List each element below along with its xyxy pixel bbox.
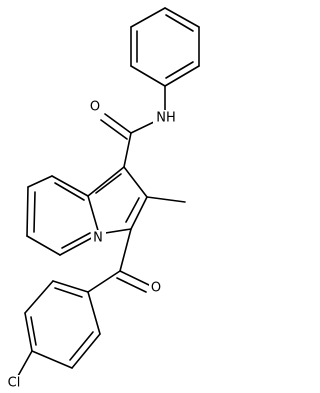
atom-nitrogen-amide: NH bbox=[156, 111, 176, 126]
double-bond-inner bbox=[54, 182, 85, 201]
bond-carbonyl-o bbox=[104, 113, 132, 134]
bond-methyl bbox=[146, 196, 186, 203]
bond-chlorine bbox=[17, 350, 33, 377]
bond bbox=[52, 280, 89, 293]
bond bbox=[87, 291, 101, 335]
bond bbox=[87, 166, 125, 197]
bond-carbonyl-c1 bbox=[123, 132, 132, 168]
bond-c3-ketone bbox=[119, 228, 132, 272]
atom-oxygen-amide: O bbox=[90, 100, 100, 115]
bond bbox=[24, 280, 54, 314]
double-bond-inner bbox=[54, 287, 83, 298]
bond bbox=[123, 166, 148, 198]
atom-oxygen-ketone: O bbox=[151, 281, 161, 296]
double-bond-inner bbox=[69, 331, 94, 361]
double-bond-inner bbox=[95, 173, 122, 194]
pyridine-ring bbox=[26, 175, 100, 256]
double-bond-inner bbox=[165, 14, 194, 32]
pyrrole-ring bbox=[87, 166, 148, 235]
bond bbox=[26, 186, 29, 237]
bond-ketone-aryl bbox=[87, 270, 121, 293]
bond bbox=[130, 196, 148, 230]
bond bbox=[51, 175, 89, 197]
bond bbox=[164, 7, 200, 28]
phenyl-ring bbox=[130, 7, 200, 87]
bond-ketone-o bbox=[119, 270, 150, 286]
bond bbox=[130, 65, 166, 87]
bond bbox=[27, 175, 53, 188]
molecule-diagram: O NH N O Cl bbox=[7, 7, 200, 391]
double-bond-carbonyl-o bbox=[100, 119, 128, 140]
double-bond-inner bbox=[33, 191, 36, 233]
double-bond-inner bbox=[125, 197, 140, 223]
bond bbox=[71, 333, 101, 369]
double-bond-inner bbox=[61, 232, 91, 249]
bond bbox=[164, 65, 200, 87]
bond bbox=[87, 195, 100, 235]
bond bbox=[26, 235, 61, 256]
atom-nitrogen-ring: N bbox=[93, 231, 103, 246]
chlorophenyl-ring bbox=[24, 280, 101, 369]
bond bbox=[31, 350, 73, 369]
double-bond-ketone-o bbox=[116, 277, 147, 293]
atom-chlorine: Cl bbox=[8, 376, 21, 391]
bond bbox=[130, 7, 166, 28]
bond bbox=[24, 312, 33, 352]
double-bond-inner bbox=[165, 61, 194, 79]
double-bond-inner bbox=[30, 316, 37, 346]
